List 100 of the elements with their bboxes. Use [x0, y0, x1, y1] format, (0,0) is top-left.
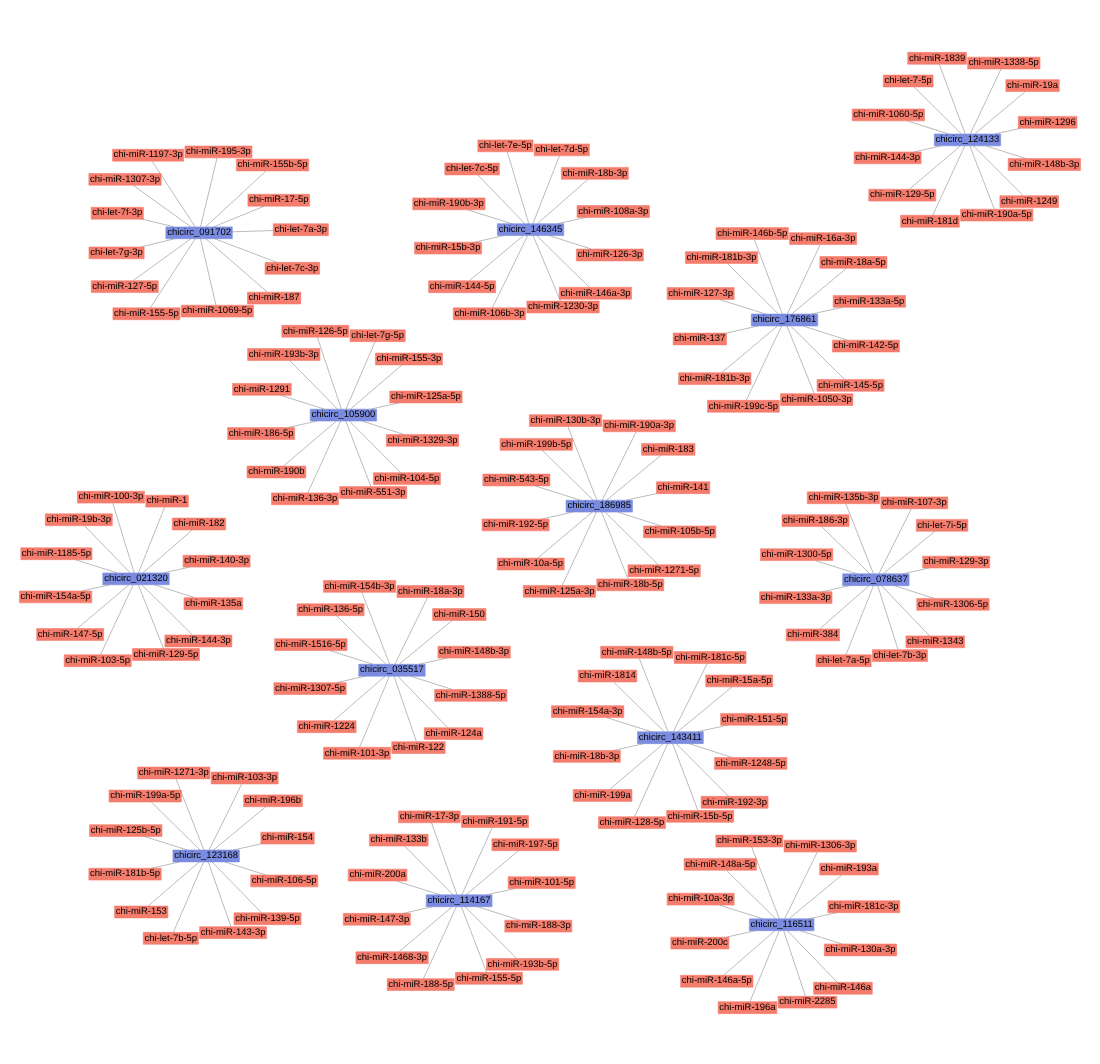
connector — [133, 184, 191, 227]
connector — [211, 860, 262, 913]
connector — [397, 674, 448, 727]
connector — [141, 217, 175, 227]
connector — [719, 298, 766, 314]
connector — [821, 525, 871, 574]
connector — [151, 160, 196, 227]
connector — [423, 905, 457, 978]
connector — [786, 324, 815, 393]
connector — [283, 419, 337, 466]
connector — [461, 826, 493, 895]
connector — [673, 662, 708, 731]
connector — [542, 449, 594, 500]
connector — [549, 234, 592, 249]
connector — [329, 649, 374, 664]
connector — [151, 860, 180, 868]
connector — [150, 237, 196, 307]
connector — [398, 905, 453, 951]
connector — [162, 565, 190, 573]
connector — [474, 234, 505, 242]
connector — [697, 724, 728, 732]
connector — [336, 674, 366, 682]
connector — [845, 502, 874, 573]
connector — [613, 680, 665, 732]
connector — [638, 657, 669, 731]
connector — [461, 905, 487, 972]
connector — [287, 419, 317, 427]
connector — [969, 144, 995, 209]
connector — [349, 419, 402, 472]
connector — [224, 860, 266, 875]
connector — [790, 324, 845, 379]
connector — [751, 845, 780, 919]
connector — [138, 505, 165, 573]
connector — [800, 929, 843, 944]
connector — [214, 237, 277, 262]
connector — [532, 154, 560, 223]
connector — [213, 805, 266, 850]
connector — [749, 929, 780, 1002]
connector — [396, 879, 441, 895]
connector — [784, 850, 818, 918]
connector — [207, 860, 232, 926]
connector — [399, 619, 453, 664]
connector — [877, 584, 899, 649]
connector — [881, 584, 930, 636]
connector — [994, 127, 1021, 134]
connector — [150, 800, 201, 850]
connector — [175, 777, 205, 850]
connector — [677, 685, 733, 731]
connector — [393, 674, 417, 741]
connector — [721, 324, 778, 372]
connector — [802, 324, 848, 340]
connector — [726, 869, 776, 919]
connector — [719, 903, 763, 919]
connector — [81, 583, 110, 591]
connector — [562, 510, 597, 585]
connector — [537, 178, 589, 223]
connector — [418, 656, 448, 664]
connector — [974, 90, 1026, 134]
connector — [970, 67, 1002, 134]
connector — [567, 425, 598, 500]
connector — [74, 558, 118, 573]
connector — [726, 324, 759, 333]
connector — [431, 821, 458, 895]
connector — [144, 835, 188, 850]
connector — [205, 169, 267, 226]
connector — [492, 234, 528, 307]
connector — [317, 336, 342, 409]
connector — [76, 583, 130, 628]
connector — [289, 359, 338, 409]
connector — [815, 559, 858, 574]
connector — [783, 929, 806, 996]
connector — [208, 782, 242, 850]
connector — [394, 596, 428, 664]
connector — [626, 492, 657, 500]
connector — [913, 144, 942, 152]
connector — [112, 502, 135, 573]
connector — [469, 234, 524, 280]
connector — [350, 363, 403, 409]
connector — [200, 156, 218, 226]
connector — [932, 144, 966, 215]
connector — [477, 905, 521, 920]
connector — [676, 742, 729, 796]
connector — [914, 85, 962, 134]
connector — [410, 674, 453, 689]
connector — [609, 742, 664, 789]
connector — [138, 583, 164, 648]
connector — [541, 510, 573, 519]
connector — [613, 742, 644, 750]
connector — [506, 150, 530, 223]
connector — [746, 324, 782, 400]
connector — [727, 262, 779, 314]
connector — [606, 716, 652, 732]
connector — [485, 887, 515, 895]
connector — [141, 583, 193, 635]
connector — [404, 844, 454, 895]
connector — [787, 243, 821, 314]
connector — [985, 144, 1027, 158]
connector — [403, 905, 433, 913]
connector — [359, 675, 390, 747]
connector — [557, 216, 587, 223]
